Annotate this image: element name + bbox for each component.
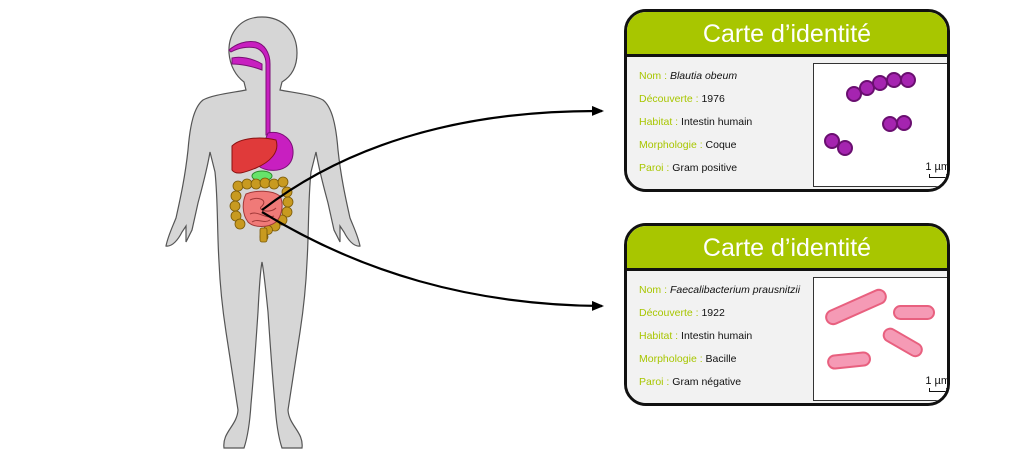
small-intestine-folds	[249, 197, 277, 223]
scale-bar-line	[928, 174, 947, 178]
field-morphology: Morphologie : Bacille	[639, 353, 737, 365]
scale-bar-line	[928, 388, 947, 392]
field-name: Nom : Faecalibacterium prausnitzii	[639, 284, 801, 296]
card-fields: Nom : Faecalibacterium prausnitzii Décou…	[639, 279, 800, 394]
mouth	[231, 56, 263, 71]
field-name: Nom : Blautia obeum	[639, 70, 738, 82]
scale-bar: 1 µm	[925, 375, 950, 392]
liver	[231, 137, 278, 174]
bacillus-rods-icon	[825, 288, 935, 370]
card-title: Carte d’identité	[627, 12, 947, 57]
rectum	[259, 227, 268, 243]
scale-bar: 1 µm	[925, 161, 950, 178]
field-discovery: Découverte : 1922	[639, 307, 725, 319]
arrow-to-card-2	[261, 211, 604, 311]
identity-card-faecalibacterium: Carte d’identité Nom : Faecalibacterium …	[624, 223, 950, 406]
field-wall: Paroi : Gram négative	[639, 376, 742, 388]
scale-label: 1 µm	[925, 161, 950, 173]
field-morphology: Morphologie : Coque	[639, 139, 737, 151]
field-wall: Paroi : Gram positive	[639, 162, 738, 174]
card-title: Carte d’identité	[627, 226, 947, 271]
micrograph-bacillus: 1 µm	[813, 277, 950, 401]
micrograph-coccus: 1 µm	[813, 63, 950, 187]
identity-card-blautia: Carte d’identité Nom : Blautia obeum Déc…	[624, 9, 950, 192]
arrow-to-card-1	[261, 105, 604, 211]
card-fields: Nom : Blautia obeum Découverte : 1976 Ha…	[639, 65, 752, 180]
coccus-chain-icon	[824, 72, 916, 156]
field-discovery: Découverte : 1976	[639, 93, 725, 105]
field-habitat: Habitat : Intestin humain	[639, 116, 753, 128]
card-body: Nom : Faecalibacterium prausnitzii Décou…	[627, 271, 947, 403]
scale-label: 1 µm	[925, 375, 950, 387]
field-habitat: Habitat : Intestin humain	[639, 330, 753, 342]
card-body: Nom : Blautia obeum Découverte : 1976 Ha…	[627, 57, 947, 189]
